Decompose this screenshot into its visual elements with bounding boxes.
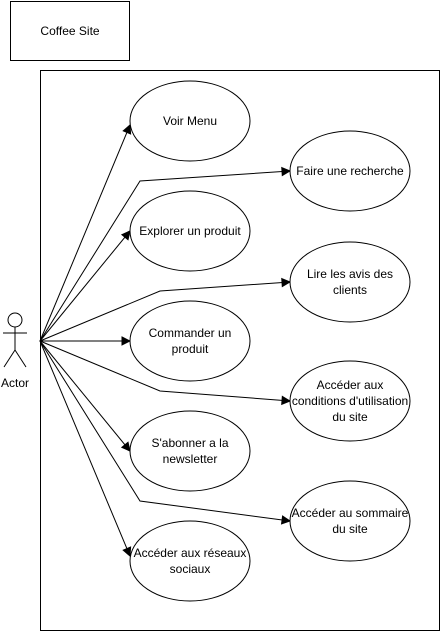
title-box: Coffee Site bbox=[10, 1, 130, 61]
use-case-lire-avis: Lire les avis des clients bbox=[289, 241, 411, 323]
use-case-label: Accéder au sommaire bbox=[292, 506, 409, 520]
use-case-ellipse bbox=[289, 241, 411, 323]
use-case-ellipse bbox=[129, 520, 251, 602]
association-arrow-abonner-newsletter bbox=[39, 340, 130, 451]
use-case-label: Lire les avis des bbox=[307, 267, 393, 281]
use-case-reseaux-sociaux: Accéder aux réseaux sociaux bbox=[129, 520, 251, 602]
association-arrow-lire-avis bbox=[39, 282, 290, 342]
use-case-label: produit bbox=[172, 342, 209, 356]
use-case-label: Explorer un produit bbox=[139, 224, 241, 238]
actor-icon bbox=[3, 312, 27, 368]
use-case-label: conditions d'utilisation bbox=[292, 394, 408, 408]
use-case-label: Faire une recherche bbox=[296, 164, 404, 178]
association-arrow-sommaire-site bbox=[39, 340, 290, 521]
association-arrow-reseaux-sociaux bbox=[39, 340, 130, 556]
associations bbox=[39, 125, 290, 556]
use-case-abonner-newsletter: S'abonner a la newsletter bbox=[129, 410, 251, 492]
use-case-ellipse bbox=[289, 480, 411, 562]
use-case-label: Accéder aux bbox=[317, 378, 384, 392]
use-case-label: S'abonner a la bbox=[151, 436, 228, 450]
actor-label: Actor bbox=[1, 376, 29, 390]
use-case-label: Accéder aux réseaux bbox=[134, 546, 247, 560]
use-case-ellipse bbox=[129, 410, 251, 492]
use-case-faire-recherche: Faire une recherche bbox=[289, 130, 411, 212]
title-box-label: Coffee Site bbox=[40, 24, 99, 38]
association-arrow-conditions-utilisation bbox=[39, 340, 290, 401]
association-arrow-faire-recherche bbox=[39, 171, 290, 342]
actor: Actor bbox=[1, 312, 29, 390]
use-case-label: newsletter bbox=[163, 452, 218, 466]
association-arrow-explorer-produit bbox=[39, 231, 130, 342]
use-case-label: du site bbox=[332, 410, 368, 424]
use-case-label: du site bbox=[332, 522, 368, 536]
use-case-label: clients bbox=[333, 283, 367, 297]
use-case-voir-menu: Voir Menu bbox=[129, 80, 251, 162]
use-case-label: Commander un bbox=[149, 326, 232, 340]
use-case-ellipse bbox=[129, 80, 251, 162]
use-case-ellipse bbox=[129, 300, 251, 382]
use-case-label: sociaux bbox=[170, 562, 211, 576]
use-case-commander-produit: Commander un produit bbox=[129, 300, 251, 382]
use-case-label: Voir Menu bbox=[163, 114, 217, 128]
use-case-sommaire-site: Accéder au sommaire du site bbox=[289, 480, 411, 562]
use-case-ellipse bbox=[129, 190, 251, 272]
use-case-ellipse bbox=[289, 360, 411, 442]
use-case-conditions-utilisation: Accéder aux conditions d'utilisation du si… bbox=[289, 360, 411, 442]
use-case-ellipse bbox=[289, 130, 411, 212]
association-arrow-voir-menu bbox=[39, 125, 130, 342]
use-case-explorer-produit: Explorer un produit bbox=[129, 190, 251, 272]
